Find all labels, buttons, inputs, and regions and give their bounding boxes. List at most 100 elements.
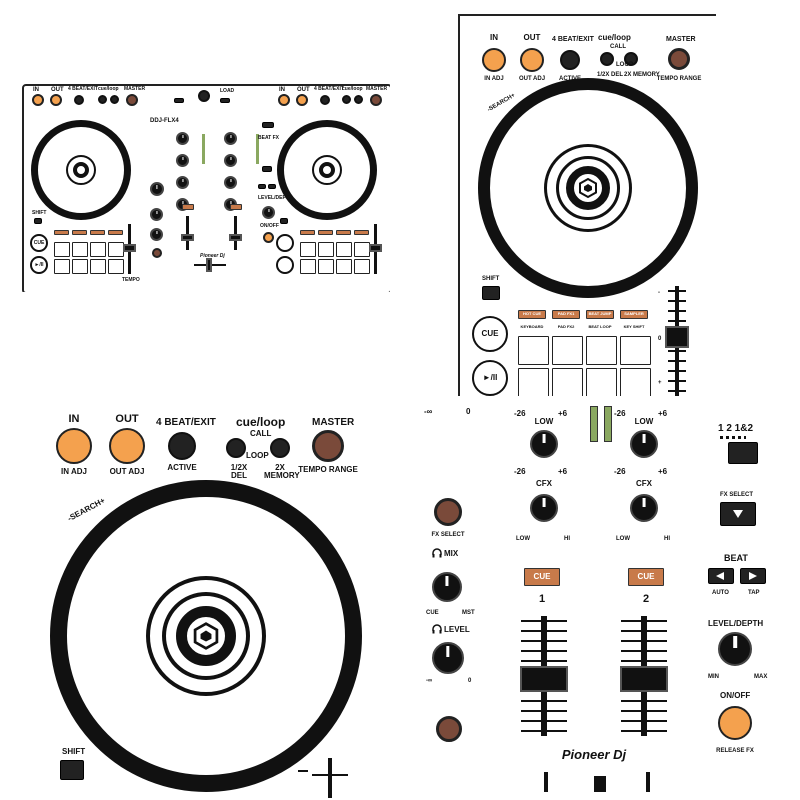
ov-right-pad-1[interactable] <box>300 242 316 257</box>
left-master-button[interactable] <box>126 94 138 106</box>
mixer-level-knob[interactable] <box>150 228 163 241</box>
mixer-fx-select-button[interactable] <box>262 166 272 172</box>
mixer-eq-knob-5[interactable] <box>176 176 189 189</box>
mz-mix-knob[interactable] <box>432 572 462 602</box>
right-memory-button[interactable] <box>354 95 363 104</box>
mixer-eq-knob-6[interactable] <box>224 176 237 189</box>
right-cue-button[interactable] <box>276 234 294 252</box>
dz-pad-mode-hot-cue[interactable] <box>518 310 546 319</box>
mz-bottom-left-button[interactable] <box>436 716 462 742</box>
dz-play-button[interactable] <box>472 360 508 396</box>
left-pad-mode-beat-jump[interactable] <box>90 230 105 235</box>
dz-pad-6[interactable] <box>552 368 583 396</box>
right-pad-mode-pad-fx1[interactable] <box>318 230 333 235</box>
mixer-level-depth-knob[interactable] <box>262 206 275 219</box>
left-shift-button[interactable] <box>34 218 42 224</box>
right-pad-mode-beat-jump[interactable] <box>336 230 351 235</box>
ov-left-pad-1[interactable] <box>54 242 70 257</box>
jz-in-button[interactable] <box>56 428 92 464</box>
mixer-load-button-left[interactable] <box>174 98 184 103</box>
right-pad-mode-sampler[interactable] <box>354 230 369 235</box>
right-pad-mode-hot-cue[interactable] <box>300 230 315 235</box>
dz-tempo-slider-handle[interactable] <box>665 326 689 348</box>
mixer-fx-select-left[interactable] <box>152 248 162 258</box>
jz-out-button[interactable] <box>109 428 145 464</box>
dz-pad-8[interactable] <box>620 368 651 396</box>
mz-ch2-cue-button[interactable] <box>628 568 664 586</box>
dz-active-button[interactable] <box>560 50 580 70</box>
ov-left-pad-3[interactable] <box>90 242 106 257</box>
dz-x2-memory-button[interactable] <box>624 52 638 66</box>
right-shift-button[interactable] <box>280 218 288 224</box>
dz-pad-5[interactable] <box>518 368 549 396</box>
right-beat-exit-button[interactable] <box>320 95 330 105</box>
mz-ch2-low-knob[interactable] <box>630 430 658 458</box>
ov-right-pad-2[interactable] <box>318 242 334 257</box>
left-pad-mode-hot-cue[interactable] <box>54 230 69 235</box>
mixer-eq-knob-3[interactable] <box>176 154 189 167</box>
mz-ch1-low-knob[interactable] <box>530 430 558 458</box>
dz-pad-mode-beat-jump[interactable] <box>586 310 614 319</box>
mz-level-knob[interactable] <box>432 642 464 674</box>
mz-ch-select-switch[interactable] <box>728 442 758 464</box>
ov-right-pad-6[interactable] <box>318 259 334 274</box>
left-out-button[interactable] <box>50 94 62 106</box>
mixer-beat-left[interactable] <box>258 184 266 189</box>
mixer-ch2-cue[interactable] <box>230 204 242 210</box>
ov-left-pad-7[interactable] <box>90 259 106 274</box>
mixer-on-off-button[interactable] <box>263 232 274 243</box>
dz-master-button[interactable] <box>668 48 690 70</box>
mz-fx-select-left-button[interactable] <box>434 498 462 526</box>
ov-left-pad-6[interactable] <box>72 259 88 274</box>
ov-right-pad-5[interactable] <box>300 259 316 274</box>
ov-left-pad-5[interactable] <box>54 259 70 274</box>
mz-ch1-cue-button[interactable] <box>524 568 560 586</box>
ov-right-pad-7[interactable] <box>336 259 352 274</box>
mixer-browse-knob[interactable] <box>198 90 210 102</box>
dz-shift-button[interactable] <box>482 286 500 300</box>
left-beat-exit-button[interactable] <box>74 95 84 105</box>
ov-right-pad-3[interactable] <box>336 242 352 257</box>
right-call-button[interactable] <box>342 95 351 104</box>
left-memory-button[interactable] <box>110 95 119 104</box>
mz-ch1-cfx-knob[interactable] <box>530 494 558 522</box>
jz-x2-memory-button[interactable] <box>270 438 290 458</box>
mixer-mix-knob[interactable] <box>150 208 163 221</box>
right-in-button[interactable] <box>278 94 290 106</box>
dz-out-button[interactable] <box>520 48 544 72</box>
ov-right-pad-4[interactable] <box>354 242 370 257</box>
ov-left-pad-2[interactable] <box>72 242 88 257</box>
mixer-eq-knob-1[interactable] <box>176 132 189 145</box>
left-call-button[interactable] <box>98 95 107 104</box>
ov-left-pad-4[interactable] <box>108 242 124 257</box>
dz-pad-1[interactable] <box>518 336 549 365</box>
left-cue-button[interactable] <box>30 234 48 252</box>
mz-ch1-fader-handle[interactable] <box>520 666 568 692</box>
jz-half-del-button[interactable] <box>226 438 246 458</box>
dz-pad-4[interactable] <box>620 336 651 365</box>
dz-pad-mode-sampler[interactable] <box>620 310 648 319</box>
mixer-beat-right[interactable] <box>268 184 276 189</box>
mz-level-depth-knob[interactable] <box>718 632 752 666</box>
dz-pad-2[interactable] <box>552 336 583 365</box>
mixer-cfx-knob-left[interactable] <box>150 182 164 196</box>
jz-master-button[interactable] <box>312 430 344 462</box>
left-in-button[interactable] <box>32 94 44 106</box>
dz-in-button[interactable] <box>482 48 506 72</box>
mixer-crossfader[interactable] <box>206 258 212 272</box>
dz-half-del-button[interactable] <box>600 52 614 66</box>
mixer-eq-knob-4[interactable] <box>224 154 237 167</box>
mz-ch2-cfx-knob[interactable] <box>630 494 658 522</box>
right-out-button[interactable] <box>296 94 308 106</box>
right-play-button[interactable] <box>276 256 294 274</box>
jz-shift-button[interactable] <box>60 760 84 780</box>
mixer-ch2-fader[interactable] <box>229 234 242 241</box>
jz-active-button[interactable] <box>168 432 196 460</box>
ov-left-pad-8[interactable] <box>108 259 124 274</box>
left-play-button[interactable] <box>30 256 48 274</box>
mixer-ch1-cue[interactable] <box>182 204 194 210</box>
dz-pad-3[interactable] <box>586 336 617 365</box>
mixer-fx-channel-switch[interactable] <box>262 122 274 128</box>
mz-ch2-fader-handle[interactable] <box>620 666 668 692</box>
mixer-load-button[interactable] <box>220 98 230 103</box>
